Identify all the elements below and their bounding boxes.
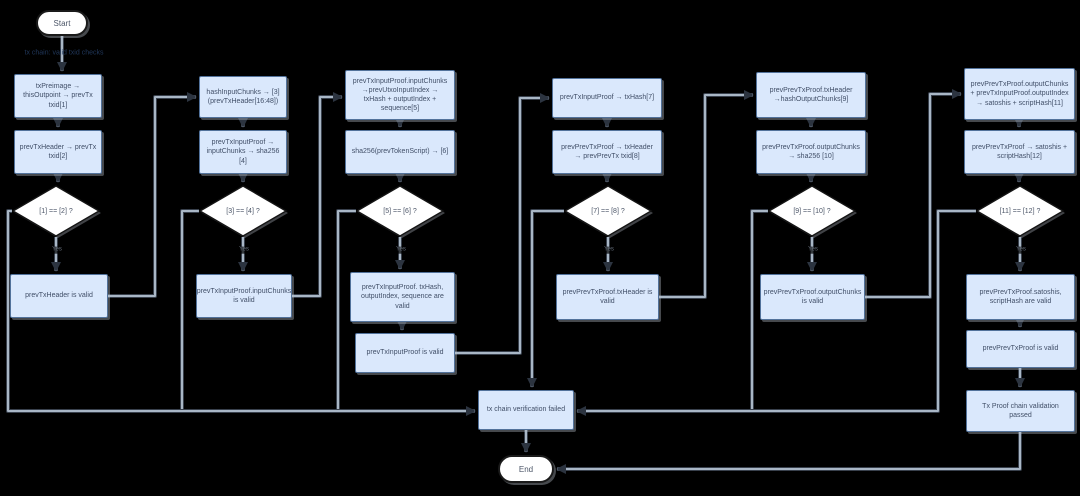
- box-label: prevPrevTxProof is valid: [982, 345, 1059, 353]
- condition-label: [1] == [2] ?: [39, 207, 73, 215]
- col2-condition-diamond: [3] == [4] ?: [198, 185, 288, 238]
- col3-step1-box: prevTxInputProof.inputChunks →prevUtxoIn…: [345, 70, 455, 120]
- box-label: prevTxInputProof. txHash, outputIndex, s…: [361, 284, 444, 310]
- condition-label: [7] == [8] ?: [591, 207, 625, 215]
- condition-label: [5] == [6] ?: [383, 207, 417, 215]
- col1-step2-box: prevTxHeader → prevTx txid[2]: [14, 130, 102, 174]
- col5-condition-diamond: [9] == [10] ?: [767, 185, 857, 238]
- col1-step1-box: txPreimage → thisOutpoint → prevTx txid[…: [14, 74, 102, 118]
- start-node: Start: [36, 10, 88, 36]
- box-label: prevTxHeader is valid: [25, 292, 93, 300]
- col2-result-box: prevTxInputProof.inputChunks is valid: [196, 274, 292, 318]
- col2-step2-box: prevTxInputProof → inputChunks → sha256 …: [199, 130, 287, 174]
- col4-step1-box: prevTxInputProof → txHash[7]: [552, 78, 662, 118]
- condition-label: [9] == [10] ?: [793, 207, 831, 215]
- failed-box: tx chain verification failed: [478, 390, 574, 430]
- box-label: txPreimage → thisOutpoint → prevTx txid[…: [23, 83, 93, 109]
- end-label: End: [518, 464, 534, 474]
- passed-box: Tx Proof chain validation passed: [966, 390, 1075, 432]
- col1-condition-diamond: [1] == [2] ?: [11, 185, 101, 238]
- condition-label: [3] == [4] ?: [226, 207, 260, 215]
- col4-condition-diamond: [7] == [8] ?: [563, 185, 653, 238]
- box-label: tx chain verification failed: [486, 406, 566, 414]
- box-label: prevTxInputProof.inputChunks is valid: [196, 287, 292, 304]
- diamond-shape: [355, 185, 445, 238]
- yes-label-col2: Yes: [238, 246, 250, 254]
- box-label: prevTxInputProof → txHash[7]: [559, 94, 655, 102]
- col6-condition-diamond: [11] == [12] ?: [975, 185, 1065, 238]
- yes-label-col1: Yes: [51, 246, 63, 254]
- box-label: prevPrevTxProof.outputChunks is valid: [763, 288, 862, 305]
- col6-step2-box: prevPrevTxProof → satoshis + scriptHash[…: [964, 130, 1075, 174]
- col4-step2-box: prevPrevTxProof → txHeader → prevPrevTx …: [552, 130, 662, 174]
- box-label: prevPrevTxProof.satoshis, scriptHash are…: [979, 288, 1062, 305]
- diamond-shape: [198, 185, 288, 238]
- box-label: prevPrevTxProof → txHeader → prevPrevTx …: [561, 143, 653, 160]
- col5-step2-box: prevPrevTxProof.outputChunks → sha256 [1…: [756, 130, 866, 174]
- box-label: hashInputChunks → [3] (prevTxHeader[16:4…: [206, 88, 280, 105]
- box-label: prevTxHeader → prevTx txid[2]: [19, 143, 97, 160]
- diamond-shape: [975, 185, 1065, 238]
- col1-result-box: prevTxHeader is valid: [10, 274, 108, 318]
- diamond-shape: [563, 185, 653, 238]
- yes-label-col3: Yes: [395, 246, 407, 254]
- col4-result-box: prevPrevTxProof.txHeader is valid: [556, 274, 659, 320]
- box-label: sha256(prevTokenScript) → [6]: [351, 148, 449, 156]
- col5-result-box: prevPrevTxProof.outputChunks is valid: [760, 274, 865, 320]
- col3-result2-box: prevTxInputProof is valid: [355, 333, 455, 373]
- condition-label: [11] == [12] ?: [999, 207, 1041, 215]
- box-label: prevTxInputProof.inputChunks →prevUtxoIn…: [352, 77, 448, 113]
- col6-result2-box: prevPrevTxProof is valid: [966, 330, 1075, 368]
- end-node: End: [498, 455, 554, 483]
- yes-label-col4: Yes: [603, 246, 615, 254]
- col6-step1-box: prevPrevTxProof.outputChunks + prevTxInp…: [964, 68, 1075, 120]
- diamond-shape: [11, 185, 101, 238]
- col2-step1-box: hashInputChunks → [3] (prevTxHeader[16:4…: [199, 76, 287, 118]
- yes-label-col6: Yes: [1015, 246, 1027, 254]
- start-label: Start: [53, 18, 71, 28]
- col3-result1-box: prevTxInputProof. txHash, outputIndex, s…: [350, 272, 455, 322]
- box-label: prevTxInputProof is valid: [366, 349, 444, 357]
- box-label: prevTxInputProof → inputChunks → sha256 …: [206, 139, 280, 165]
- col3-condition-diamond: [5] == [6] ?: [355, 185, 445, 238]
- box-label: prevPrevTxProof.txHeader →hashOutputChun…: [769, 86, 853, 103]
- yes-label-col5: Yes: [807, 246, 819, 254]
- box-label: prevPrevTxProof.outputChunks → sha256 [1…: [762, 143, 860, 160]
- col3-step2-box: sha256(prevTokenScript) → [6]: [345, 130, 455, 174]
- col5-step1-box: prevPrevTxProof.txHeader →hashOutputChun…: [756, 72, 866, 118]
- box-label: Tx Proof chain validation passed: [982, 402, 1059, 419]
- box-label: prevPrevTxProof.outputChunks + prevTxInp…: [970, 81, 1069, 107]
- diamond-shape: [767, 185, 857, 238]
- box-label: prevPrevTxProof.txHeader is valid: [562, 288, 653, 305]
- start-edge-label: tx chain: valid txid checks: [24, 49, 104, 57]
- box-label: prevPrevTxProof → satoshis + scriptHash[…: [971, 143, 1068, 160]
- col6-result1-box: prevPrevTxProof.satoshis, scriptHash are…: [966, 274, 1075, 320]
